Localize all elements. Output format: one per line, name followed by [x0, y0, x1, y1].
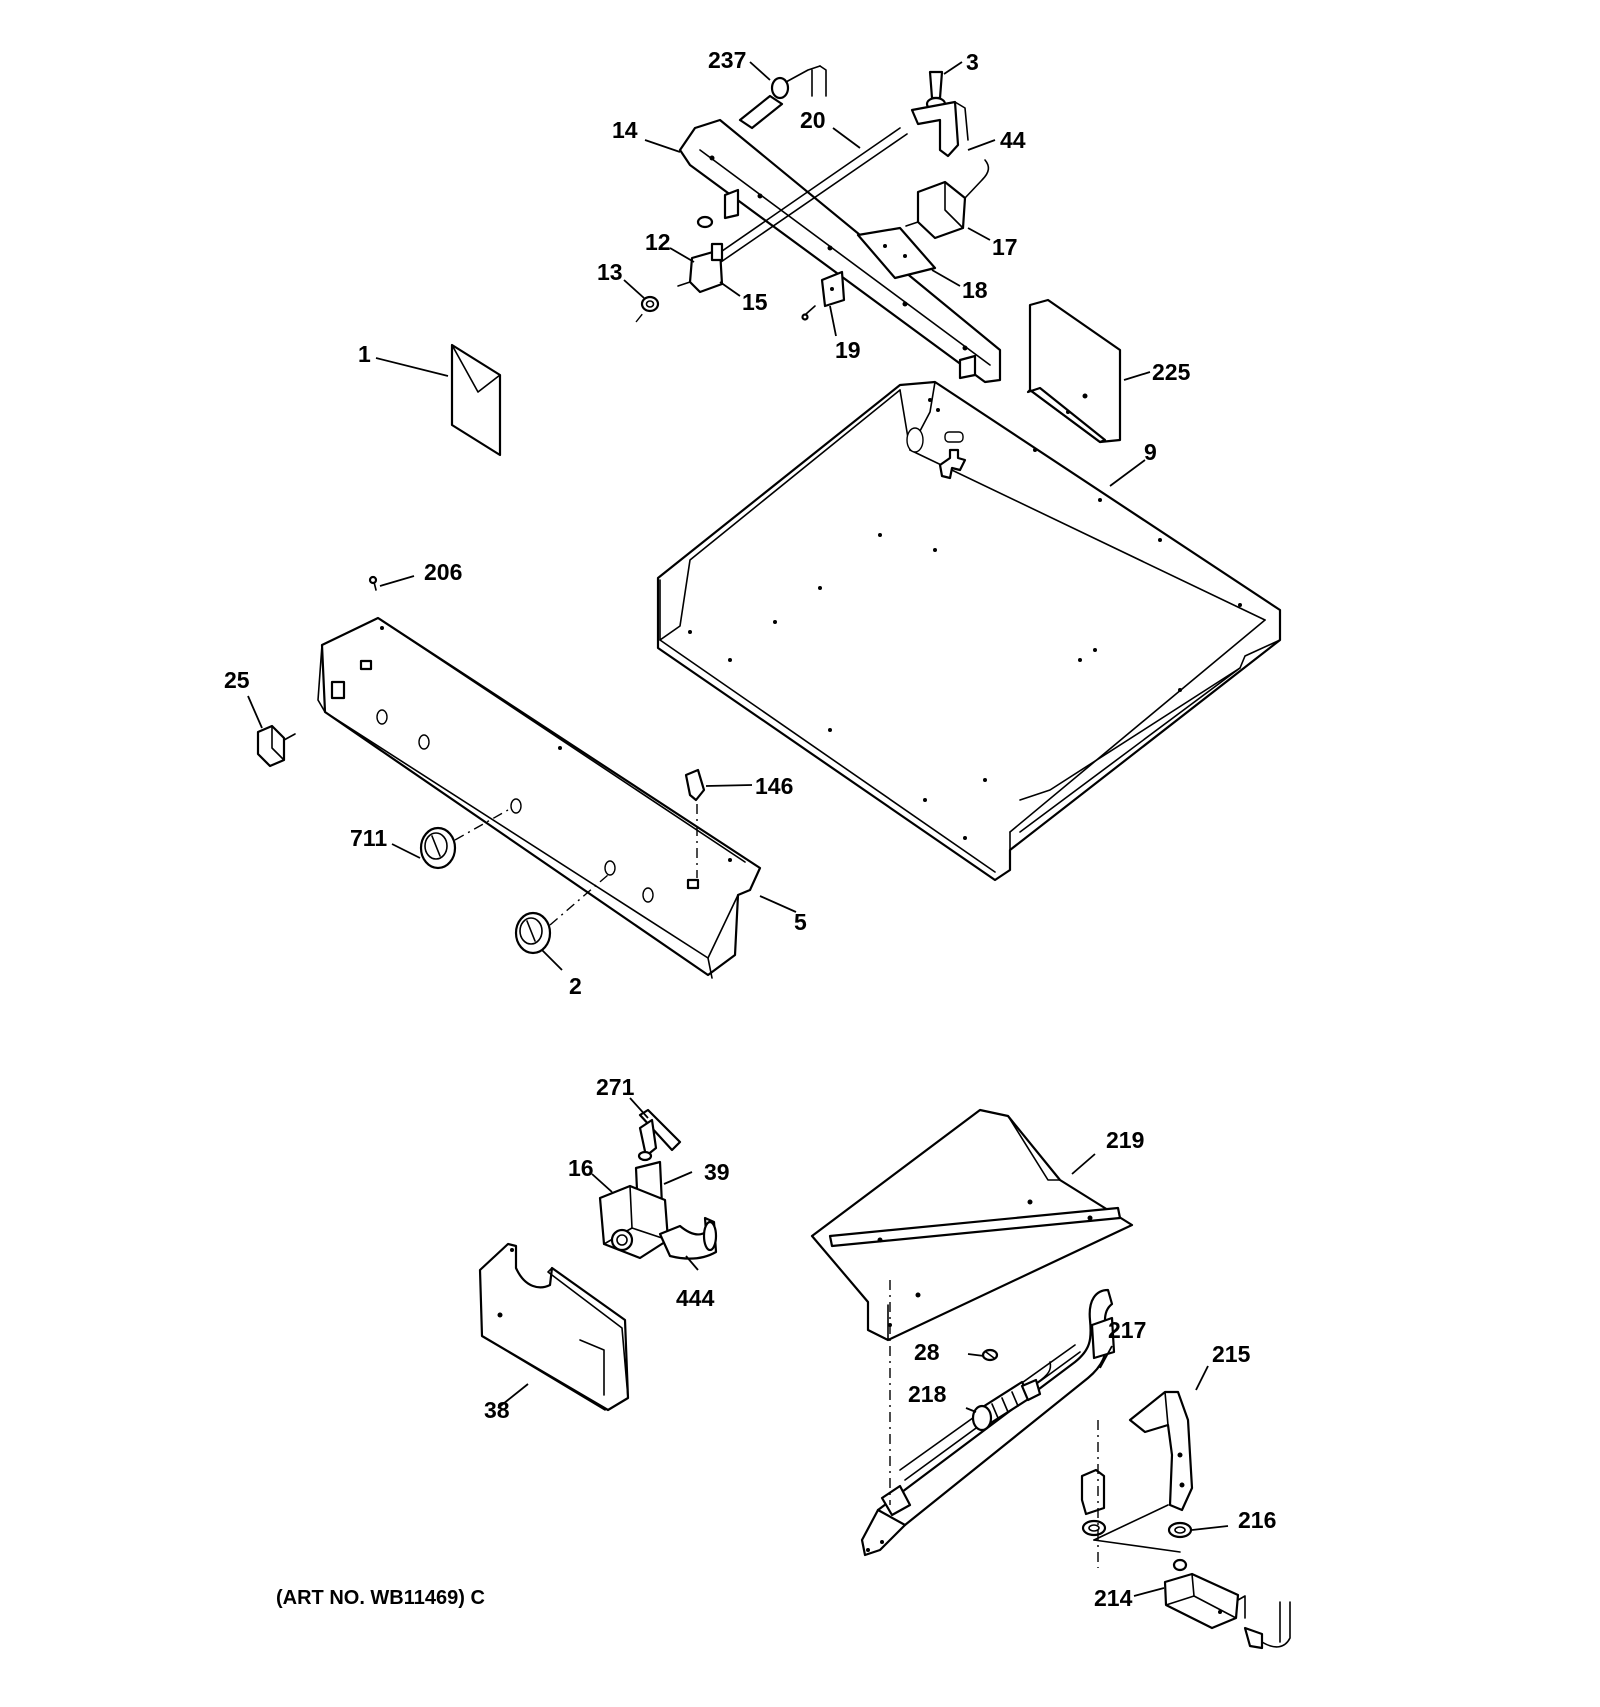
washer-part-15 — [696, 215, 714, 229]
coupling-part-217b — [1080, 1468, 1106, 1516]
callout-225: 225 — [1152, 359, 1191, 385]
manifold-pipe-part-14 — [678, 118, 1002, 384]
callout-3: 3 — [966, 49, 979, 75]
callout-214: 214 — [1094, 1585, 1133, 1611]
fitting-part-237 — [738, 65, 827, 130]
shield-part-38 — [478, 1242, 630, 1412]
callout-39: 39 — [704, 1159, 730, 1185]
callout-9: 9 — [1144, 439, 1157, 465]
shield-part-225 — [1026, 298, 1122, 444]
regulator-part-16 — [598, 1184, 670, 1260]
callout-237: 237 — [708, 47, 746, 73]
callout-218: 218 — [908, 1381, 947, 1407]
screw-part-19 — [801, 270, 846, 321]
valve-part-214 — [1163, 1558, 1291, 1650]
callout-215: 215 — [1212, 1341, 1251, 1367]
callout-271: 271 — [596, 1074, 635, 1100]
callout-206: 206 — [424, 559, 462, 585]
callout-14: 14 — [612, 117, 638, 143]
bracket-part-215 — [1128, 1390, 1194, 1512]
callout-18: 18 — [962, 277, 988, 303]
callout-2: 2 — [569, 973, 582, 999]
knob-part-711 — [419, 809, 509, 870]
literature-envelope-part-1 — [450, 343, 502, 457]
fitting-part-271 — [637, 1108, 682, 1162]
callout-12: 12 — [645, 229, 671, 255]
callout-16: 16 — [568, 1155, 594, 1181]
control-panel-part-5 — [317, 616, 762, 979]
callout-44: 44 — [1000, 127, 1026, 153]
elbow-part-444 — [658, 1216, 718, 1260]
callout-146: 146 — [755, 773, 793, 799]
callout-216: 216 — [1238, 1507, 1276, 1533]
baffle-part-219 — [810, 1108, 1134, 1342]
callout-1: 1 — [358, 341, 371, 367]
callout-15: 15 — [742, 289, 768, 315]
igniter-switch-part-17 — [905, 159, 990, 240]
art-number-caption: (ART NO. WB11469) C — [276, 1587, 485, 1609]
valve-part-12 — [677, 242, 724, 294]
washer-part-216 — [1081, 1504, 1193, 1553]
callout-25: 25 — [224, 667, 250, 693]
callout-28: 28 — [914, 1339, 940, 1365]
nut-part-28 — [981, 1348, 999, 1362]
callout-219: 219 — [1106, 1127, 1144, 1153]
callout-38: 38 — [484, 1397, 510, 1423]
callout-444: 444 — [676, 1285, 715, 1311]
callout-20: 20 — [800, 107, 826, 133]
knob-part-2 — [514, 874, 609, 955]
ignitor-part-218 — [971, 1361, 1052, 1432]
screw-part-206 — [368, 575, 378, 591]
leader-lines — [247, 61, 1229, 1597]
callout-13: 13 — [597, 259, 623, 285]
lamp-switch-part-25 — [256, 724, 296, 768]
clip-part-146 — [684, 768, 706, 878]
switch-plate-part-18 — [856, 226, 937, 280]
callout-711: 711 — [350, 825, 387, 851]
bracket-part-44 — [910, 100, 969, 158]
callout-17: 17 — [992, 234, 1018, 260]
callout-5: 5 — [794, 909, 807, 935]
nut-part-13 — [635, 295, 660, 323]
main-burner-box-part-9 — [656, 380, 1282, 882]
tube-part-20 — [711, 127, 908, 265]
callout-19: 19 — [835, 337, 861, 363]
callout-217: 217 — [1108, 1317, 1146, 1343]
